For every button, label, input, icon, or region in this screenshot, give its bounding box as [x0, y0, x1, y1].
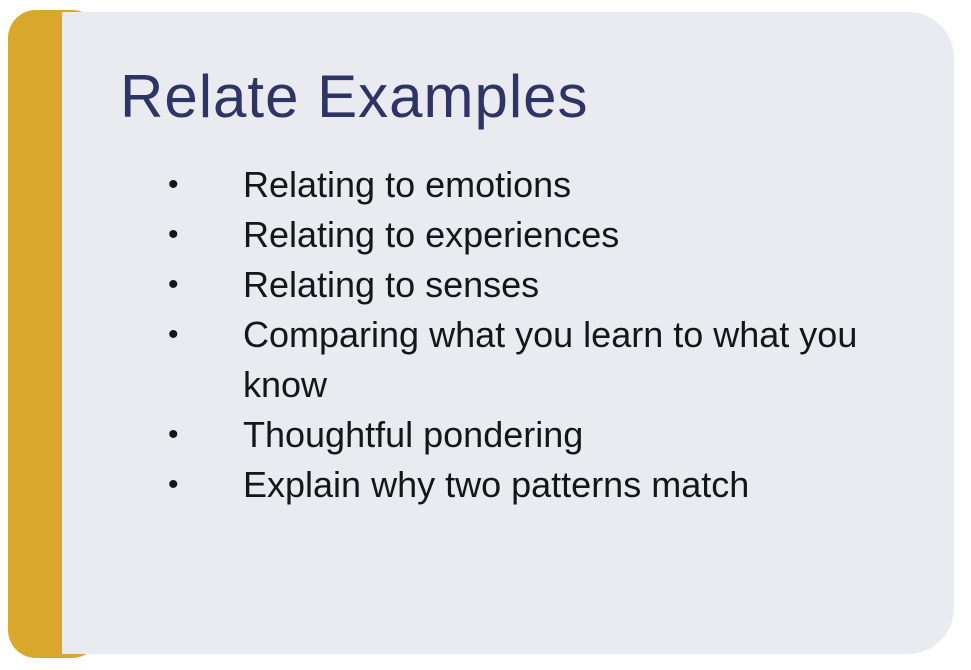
list-item: • Relating to experiences: [168, 210, 868, 260]
content-panel: [62, 12, 954, 654]
list-item: • Relating to senses: [168, 260, 868, 310]
list-item-text: Relating to emotions: [243, 164, 572, 205]
bullet-icon: •: [168, 418, 179, 451]
list-item-text: Comparing what you learn to what you kno…: [243, 314, 858, 405]
list-item-text: Thoughtful pondering: [243, 414, 584, 455]
list-item: • Explain why two patterns match: [168, 460, 868, 510]
list-item-text: Explain why two patterns match: [243, 464, 750, 505]
list-item-text: Relating to experiences: [243, 214, 620, 255]
bullet-list: • Relating to emotions • Relating to exp…: [168, 160, 868, 510]
bullet-icon: •: [168, 168, 179, 201]
list-item: • Thoughtful pondering: [168, 410, 868, 460]
bullet-icon: •: [168, 468, 179, 501]
list-item-text: Relating to senses: [243, 264, 540, 305]
bullet-icon: •: [168, 218, 179, 251]
list-item: • Comparing what you learn to what you k…: [168, 310, 868, 410]
bullet-icon: •: [168, 268, 179, 301]
slide-title: Relate Examples: [120, 63, 589, 130]
bullet-icon: •: [168, 318, 179, 351]
list-item: • Relating to emotions: [168, 160, 868, 210]
